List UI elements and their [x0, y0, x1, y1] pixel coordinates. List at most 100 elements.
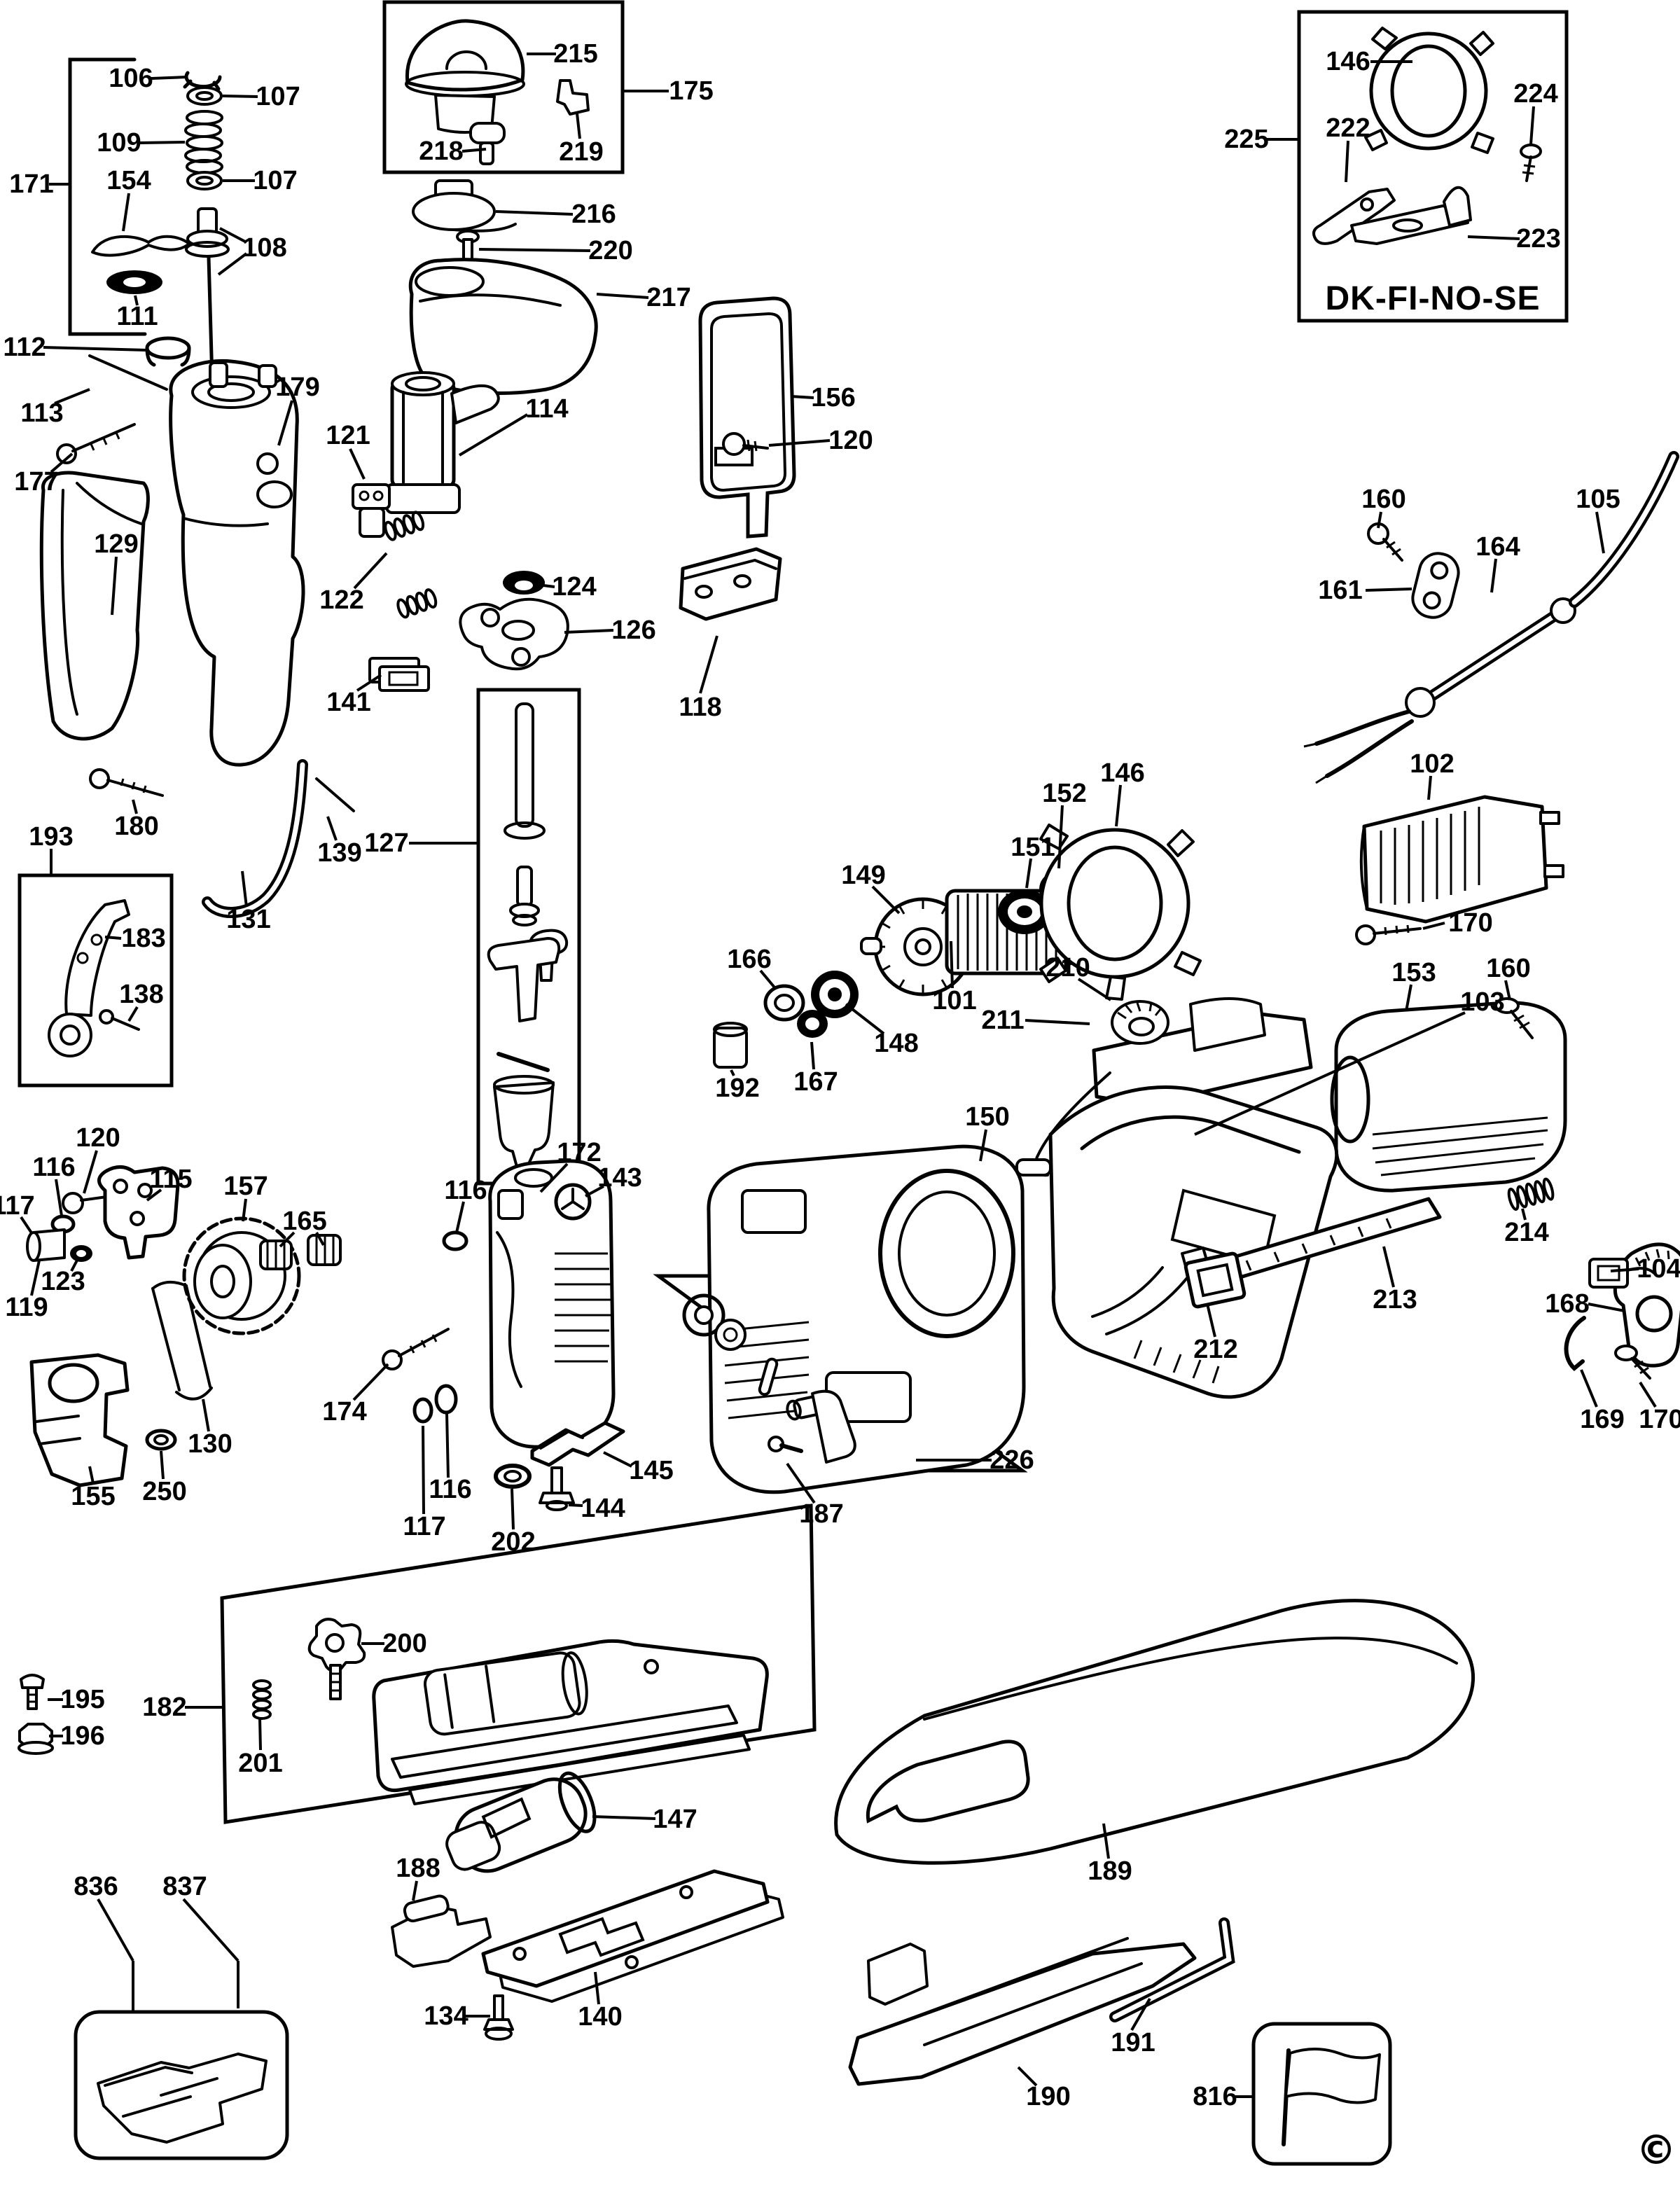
link-block-118 — [679, 547, 782, 621]
speed-dial-210 — [1111, 1000, 1169, 1045]
leader-line-169 — [1580, 1369, 1598, 1408]
leader-line-218 — [461, 148, 487, 153]
leader-line-103 — [1194, 1011, 1466, 1136]
leader-line-164 — [1490, 558, 1497, 593]
part-label-187: 187 — [799, 1499, 843, 1529]
part-label-816: 816 — [1193, 2082, 1237, 2111]
part-label-177: 177 — [14, 467, 58, 497]
part-label-169: 169 — [1580, 1405, 1624, 1434]
leader-line-116 — [55, 1179, 63, 1216]
pin-113 — [88, 354, 168, 391]
leader-line-145 — [603, 1451, 632, 1468]
part-label-115: 115 — [149, 1165, 192, 1194]
leader-line-170 — [1422, 922, 1445, 930]
part-label-155: 155 — [71, 1482, 115, 1511]
leader-line-836 — [97, 1898, 134, 1961]
leader-line-147 — [592, 1815, 656, 1820]
part-label-224: 224 — [1513, 79, 1557, 109]
washer-167 — [797, 1010, 828, 1038]
part-label-124: 124 — [552, 572, 596, 602]
handle-housing-189 — [834, 1599, 1475, 1865]
part-label-180: 180 — [114, 812, 158, 841]
assembly-box-193 — [18, 873, 174, 1088]
springs-122 — [384, 511, 438, 619]
screw-170-left — [1355, 924, 1422, 945]
clamp-121 — [352, 483, 391, 538]
leader-line-116 — [455, 1201, 465, 1233]
part-label-167: 167 — [793, 1067, 838, 1097]
leader-line-148 — [845, 1003, 885, 1035]
washer-202 — [494, 1464, 532, 1489]
part-label-165: 165 — [282, 1207, 326, 1236]
screw-134 — [483, 1994, 514, 2041]
assembly-box-175 — [382, 0, 625, 174]
field-102 — [1359, 795, 1564, 924]
leader-line-165 — [279, 1231, 296, 1248]
leader-line-101 — [950, 940, 954, 989]
part-label-216: 216 — [571, 200, 616, 229]
cord-clamp-161 — [1411, 552, 1460, 619]
screw-177 — [56, 423, 136, 464]
part-label-196: 196 — [60, 1721, 104, 1751]
guide-rod-127 — [487, 702, 569, 1168]
part-label-116: 116 — [444, 1176, 487, 1205]
part-label-111: 111 — [116, 302, 158, 331]
leader-line-180 — [132, 799, 138, 814]
leader-line-837 — [182, 1898, 239, 1962]
leader-line-188 — [412, 1880, 418, 1901]
part-label-160: 160 — [1361, 485, 1405, 514]
clip-219 — [556, 79, 590, 116]
part-label-193: 193 — [29, 822, 73, 852]
part-label-150: 150 — [965, 1102, 1009, 1132]
leader-line-111 — [134, 295, 139, 306]
screw-160-mid — [1494, 997, 1534, 1039]
assembly-box-182 — [220, 1504, 817, 1824]
leader-line-150 — [979, 1129, 987, 1162]
rail-clip-145 — [530, 1421, 625, 1467]
part-label-215: 215 — [553, 39, 597, 69]
leader-line-117 — [20, 1216, 34, 1235]
part-label-107: 107 — [253, 166, 297, 195]
pin-139 — [315, 777, 355, 812]
part-label-210: 210 — [1046, 953, 1090, 983]
leader-line-122 — [353, 552, 388, 590]
power-cord-105 — [1303, 451, 1679, 784]
washer-116-b — [442, 1230, 468, 1251]
gear-housing-179 — [169, 359, 305, 767]
part-label-154: 154 — [106, 166, 151, 195]
leader-line-105 — [1595, 511, 1605, 554]
leader-line-102 — [1427, 775, 1432, 800]
spring-214 — [1507, 1177, 1555, 1211]
leader-line-154 — [122, 193, 130, 232]
leader-line-216 — [495, 210, 574, 216]
pointer-222 — [1312, 188, 1396, 245]
wire-guard-131 — [202, 759, 308, 918]
leader-line-139 — [326, 816, 338, 841]
needle-bearings-165 — [259, 1234, 342, 1270]
part-label-101: 101 — [932, 986, 976, 1015]
part-label-195: 195 — [60, 1685, 104, 1714]
seal-ring-112 — [145, 336, 191, 367]
screw-120-top — [722, 432, 769, 456]
leader-line-117 — [422, 1425, 425, 1515]
leader-line-115 — [146, 1188, 162, 1202]
part-label-213: 213 — [1373, 1285, 1417, 1314]
leader-line-167 — [810, 1041, 815, 1070]
spring-201 — [252, 1679, 272, 1720]
leader-line-113 — [54, 388, 90, 405]
washer-250 — [145, 1429, 177, 1451]
part-label-226: 226 — [990, 1445, 1034, 1475]
part-label-116: 116 — [32, 1153, 75, 1182]
leader-line-161 — [1365, 588, 1412, 592]
motor-housing-left-150 — [707, 1144, 1026, 1494]
leader-line-156 — [791, 395, 814, 399]
washer-116-c — [434, 1384, 458, 1415]
part-label-156: 156 — [811, 383, 855, 412]
leader-line-190 — [1017, 2066, 1038, 2087]
part-label-120: 120 — [828, 426, 873, 455]
part-label-192: 192 — [715, 1074, 759, 1103]
washer-117-b — [412, 1397, 433, 1424]
leader-line-220 — [478, 248, 591, 252]
leader-line-223 — [1467, 235, 1520, 240]
